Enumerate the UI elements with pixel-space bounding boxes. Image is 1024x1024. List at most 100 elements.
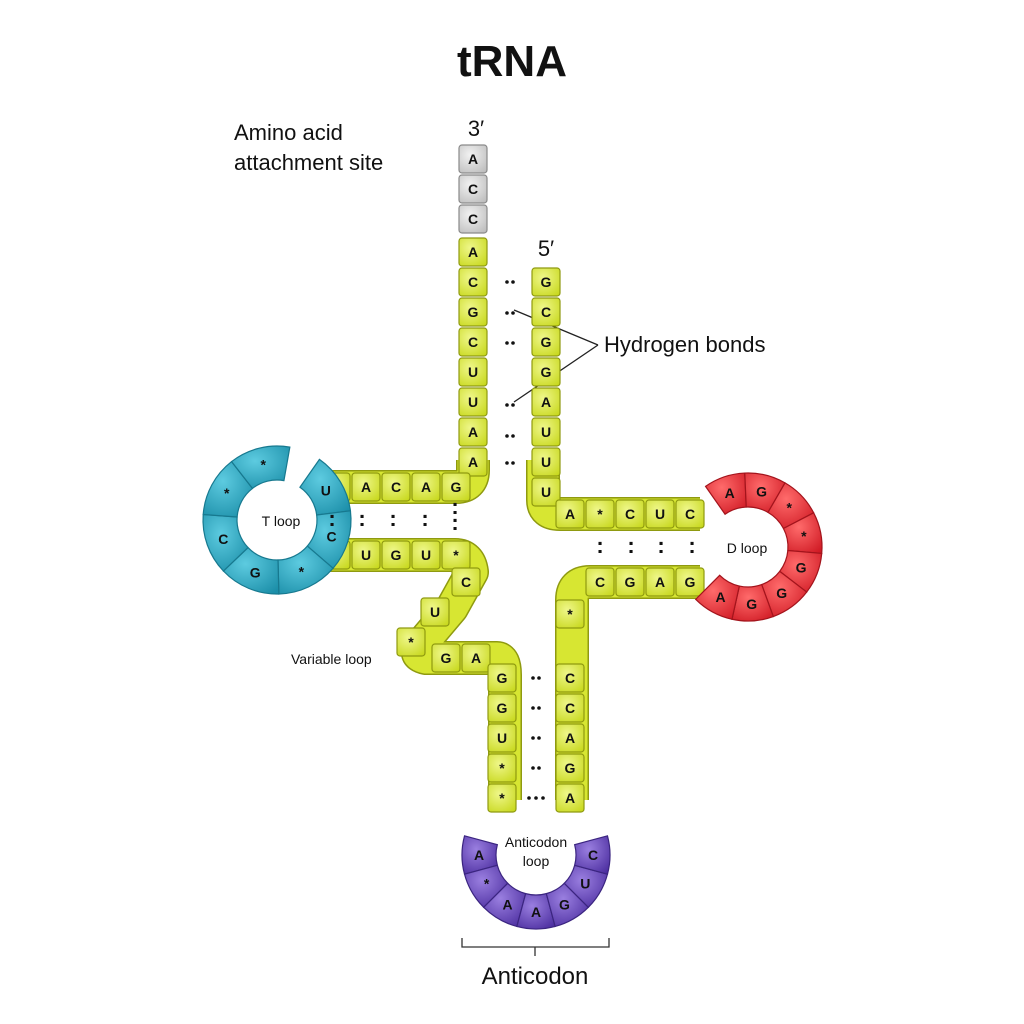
hbond-acceptor bbox=[505, 461, 515, 465]
hbond-t-stem: : bbox=[451, 494, 458, 519]
hbond-acceptor bbox=[505, 341, 515, 345]
nucleotide-cell: U bbox=[531, 447, 561, 477]
hbond-anticodon-stem bbox=[531, 676, 541, 680]
nucleotide-letter: G bbox=[451, 479, 462, 495]
nucleotide-cell: U bbox=[420, 597, 450, 627]
nucleotide-cell: G bbox=[441, 472, 471, 502]
hbond-acceptor bbox=[505, 403, 515, 407]
nucleotide-letter: A bbox=[565, 506, 575, 522]
nucleotide-letter: A bbox=[725, 485, 735, 501]
nucleotide-letter: A bbox=[655, 574, 665, 590]
nucleotide-letter: C bbox=[461, 574, 471, 590]
nucleotide-cell: G bbox=[381, 540, 411, 570]
nucleotide-cell: A bbox=[704, 472, 747, 516]
nucleotide-cell: C bbox=[458, 327, 488, 357]
nucleotide-cell: G bbox=[531, 327, 561, 357]
nucleotide-cell: G bbox=[531, 267, 561, 297]
nucleotide-letter: U bbox=[321, 483, 331, 499]
hydrogen-bond-dots: :::::::::: bbox=[328, 280, 696, 800]
nucleotide-cell: C bbox=[458, 204, 488, 234]
nucleotide-letter: A bbox=[565, 790, 575, 806]
nucleotide-cell: C bbox=[451, 567, 481, 597]
nucleotide-letter: A bbox=[471, 650, 481, 666]
nucleotide-cell: G bbox=[431, 643, 461, 673]
anticodon-loop-label-line1: Anticodon bbox=[505, 834, 567, 850]
nucleotide-letter: U bbox=[468, 394, 478, 410]
nucleotide-cell: A bbox=[351, 472, 381, 502]
amino-acid-label-line1: Amino acid bbox=[234, 120, 343, 145]
nucleotide-cell: A bbox=[645, 567, 675, 597]
nucleotide-letter: G bbox=[559, 896, 570, 912]
nucleotide-letter: C bbox=[391, 479, 401, 495]
nucleotide-letter: U bbox=[430, 604, 440, 620]
nucleotide-letter: C bbox=[685, 506, 695, 522]
nucleotide-letter: G bbox=[625, 574, 636, 590]
nucleotide-letter: G bbox=[468, 304, 479, 320]
nucleotide-letter: * bbox=[484, 876, 490, 892]
hbond-d-stem: : bbox=[627, 533, 634, 558]
nucleotide-letter: * bbox=[408, 634, 414, 650]
nucleotide-cell: U bbox=[411, 540, 441, 570]
five-prime-label: 5′ bbox=[538, 236, 554, 261]
nucleotide-cell: U bbox=[645, 499, 675, 529]
hbond-anticodon-stem bbox=[531, 736, 541, 740]
nucleotide-letter: G bbox=[541, 334, 552, 350]
nucleotide-cell: * bbox=[230, 445, 291, 490]
nucleotide-letter: C bbox=[541, 304, 551, 320]
nucleotide-letter: U bbox=[468, 364, 478, 380]
nucleotide-cell: C bbox=[615, 499, 645, 529]
nucleotide-letter: U bbox=[421, 547, 431, 563]
nucleotide-cell: U bbox=[531, 417, 561, 447]
nucleotide-letter: * bbox=[567, 606, 573, 622]
nucleotide-letter: C bbox=[565, 670, 575, 686]
nucleotide-letter: U bbox=[541, 454, 551, 470]
nucleotide-letter: C bbox=[595, 574, 605, 590]
nucleotide-letter: G bbox=[796, 560, 807, 576]
nucleotide-cell: U bbox=[458, 357, 488, 387]
d-loop-label: D loop bbox=[727, 540, 768, 556]
hbond-anticodon-stem bbox=[531, 706, 541, 710]
nucleotide-letter: U bbox=[541, 484, 551, 500]
nucleotide-cell: U bbox=[299, 458, 352, 516]
nucleotide-letter: C bbox=[565, 700, 575, 716]
nucleotide-letter: A bbox=[468, 151, 478, 167]
nucleotide-cell: * bbox=[487, 783, 517, 813]
nucleotide-cells: ACCACGCUUAAGCGGAUUUCACAGGUGU*CU*GAGGU**C… bbox=[202, 144, 823, 930]
nucleotide-letter: G bbox=[685, 574, 696, 590]
backbone-d-to-anticodon-fill bbox=[556, 566, 700, 800]
nucleotide-letter: G bbox=[391, 547, 402, 563]
nucleotide-cell: * bbox=[585, 499, 615, 529]
nucleotide-letter: A bbox=[474, 847, 484, 863]
hbond-d-stem: : bbox=[657, 533, 664, 558]
nucleotide-letter: C bbox=[468, 211, 478, 227]
nucleotide-letter: G bbox=[776, 585, 787, 601]
nucleotide-cell: G bbox=[487, 663, 517, 693]
nucleotide-cell: U bbox=[531, 477, 561, 507]
hydrogen-bonds-label: Hydrogen bonds bbox=[604, 332, 765, 357]
hbond-t-stem: : bbox=[389, 506, 396, 531]
nucleotide-letter: C bbox=[468, 334, 478, 350]
diagram-title: tRNA bbox=[457, 37, 567, 86]
nucleotide-letter: U bbox=[361, 547, 371, 563]
nucleotide-letter: A bbox=[361, 479, 371, 495]
nucleotide-cell: A bbox=[458, 447, 488, 477]
nucleotide-cell: C bbox=[585, 567, 615, 597]
nucleotide-letter: U bbox=[655, 506, 665, 522]
nucleotide-letter: * bbox=[597, 506, 603, 522]
nucleotide-cell: C bbox=[573, 835, 611, 875]
nucleotide-cell: * bbox=[441, 540, 471, 570]
nucleotide-cell: G bbox=[458, 297, 488, 327]
nucleotide-letter: A bbox=[531, 904, 541, 920]
nucleotide-cell: A bbox=[458, 417, 488, 447]
nucleotide-cell: A bbox=[458, 144, 488, 174]
nucleotide-letter: G bbox=[250, 565, 261, 581]
nucleotide-cell: * bbox=[555, 599, 585, 629]
hbond-d-stem: : bbox=[688, 533, 695, 558]
nucleotide-letter: G bbox=[565, 760, 576, 776]
amino-acid-label-line2: attachment site bbox=[234, 150, 383, 175]
nucleotide-cell: A bbox=[461, 643, 491, 673]
nucleotide-letter: G bbox=[756, 484, 767, 500]
nucleotide-letter: C bbox=[468, 274, 478, 290]
hbond-t-stem: : bbox=[328, 506, 335, 531]
